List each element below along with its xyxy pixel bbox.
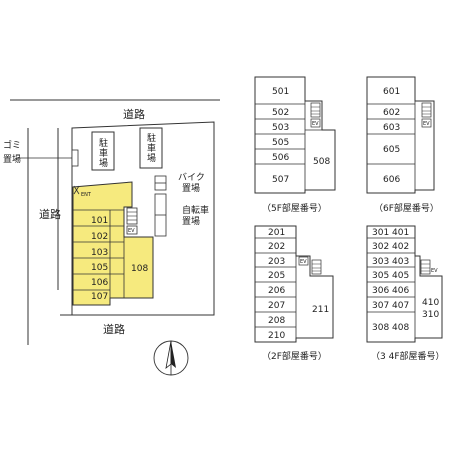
room-210: 210 [268,331,285,341]
garbage-label-line2: 置場 [3,153,21,165]
room-606: 606 [383,175,400,185]
floor-5-caption: （5F部屋番号） [262,202,327,214]
room-202: 202 [268,242,285,252]
room-503: 503 [272,123,289,133]
room-211: 211 [312,305,329,315]
site-room-105: 105 [91,263,108,273]
site-ev-label: EV [128,228,135,234]
parking-1-char2: 車 [99,147,108,159]
site-room-108: 108 [131,264,148,274]
site-plan [10,99,220,345]
room-306-406: 306 406 [372,286,409,296]
room-201: 201 [268,228,285,238]
room-305-405: 305 405 [372,271,409,281]
site-room-labels: 101 102 103 105 106 107 108 [91,216,148,302]
room-307-407: 307 407 [372,301,409,311]
room-310: 310 [422,310,439,320]
room-207: 207 [268,301,285,311]
room-203: 203 [268,257,285,267]
site-room-107: 107 [91,292,108,302]
floor-34-ev-label: EV [431,268,438,274]
room-501: 501 [272,87,289,97]
floor-2-ev-label: EV [300,259,307,265]
site-room-102: 102 [91,232,108,242]
parking-1-char1: 駐 [99,137,108,149]
room-410: 410 [422,298,439,308]
room-601: 601 [383,87,400,97]
room-605: 605 [383,145,400,155]
floor-2-caption: （2F部屋番号） [262,350,327,362]
parking-areas [91,127,163,171]
room-308-408: 308 408 [372,323,409,333]
bicycle-label-line2: 置場 [182,215,200,227]
room-205: 205 [268,271,285,281]
entrance-label: ENT [81,192,92,198]
room-208: 208 [268,316,285,326]
bike-label-line2: 置場 [182,182,200,194]
building-footprint [72,181,154,306]
floor-2-plan: EV 201 202 203 205 206 207 208 210 211 （… [254,225,334,362]
room-301-401: 301 401 [372,228,409,238]
road-top-label: 道路 [123,107,145,121]
north-arrow-icon [153,340,189,376]
room-502: 502 [272,108,289,118]
parking-1-char3: 場 [99,157,108,169]
floor-34-plan: EV 301 401 302 402 303 403 305 405 306 4… [366,225,445,362]
room-505: 505 [272,138,289,148]
bike-label-line1: バイク [178,172,205,183]
room-602: 602 [383,108,400,118]
room-506: 506 [272,153,289,163]
floor-34-caption: （3 4F部屋番号） [371,350,445,362]
bicycle-label-line1: 自転車 [182,204,209,216]
room-302-402: 302 402 [372,242,409,252]
room-603: 603 [383,123,400,133]
site-room-106: 106 [91,278,108,288]
site-room-103: 103 [91,248,108,258]
room-206: 206 [268,286,285,296]
room-507: 507 [272,175,289,185]
parking-2-char2: 車 [147,142,156,154]
floor-6-ev-label: EV [423,121,430,127]
parking-2-char3: 場 [147,152,156,164]
floor-5-ev-label: EV [312,121,319,127]
road-bottom-label: 道路 [103,322,125,336]
road-left-label: 道路 [39,207,61,221]
garbage-label-line1: ゴミ [3,139,21,151]
floor-5-plan: EV 501 502 503 505 506 507 508 （5F部屋番号） [254,76,336,214]
parking-2-char1: 駐 [147,132,156,144]
room-508: 508 [313,157,330,167]
room-303-403: 303 403 [372,257,409,267]
site-room-101: 101 [91,216,108,226]
floor-6-caption: （6F部屋番号） [374,202,439,214]
floor-6-plan: EV 601 602 603 605 606 （6F部屋番号） [366,76,439,214]
